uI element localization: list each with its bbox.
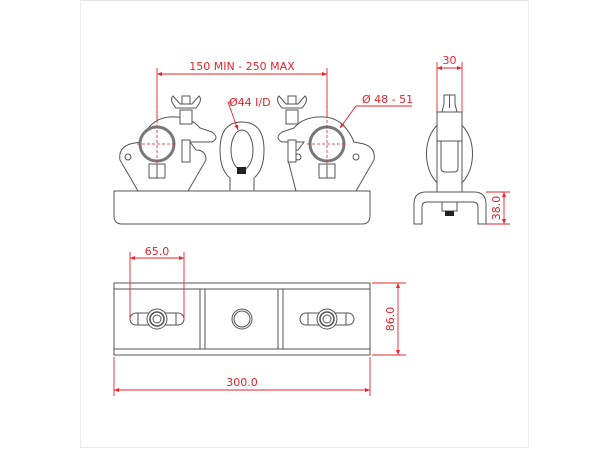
depth-label: 86.0: [384, 307, 397, 332]
clamp-spacing-label: 150 MIN - 250 MAX: [189, 60, 295, 73]
length-dimension: 300.0: [113, 357, 371, 396]
eye-bolt: Ø44 I/D: [219, 96, 271, 192]
side-height-label: 38.0: [490, 196, 503, 221]
offset-dimension: 65.0: [129, 245, 185, 319]
plan-view: 65.0 86.0 300.0: [113, 245, 406, 396]
front-view: 150 MIN - 250 MAX: [113, 60, 413, 225]
length-label: 300.0: [226, 376, 258, 389]
right-half-coupler-clamp: Ø 48 - 51: [277, 93, 413, 192]
clamp-spacing-dimension: 150 MIN - 250 MAX: [156, 60, 328, 130]
base-plate: [113, 190, 371, 225]
side-width-dimension: 30: [436, 54, 463, 112]
offset-label: 65.0: [145, 245, 170, 258]
depth-dimension: 86.0: [372, 282, 406, 356]
side-view: 30 38.0: [413, 54, 510, 225]
side-width-label: 30: [443, 54, 457, 67]
center-bolt: [231, 308, 253, 330]
side-height-dimension: 38.0: [486, 191, 510, 225]
left-half-coupler-clamp: [119, 95, 217, 192]
eye-bolt-label: Ø44 I/D: [229, 96, 271, 109]
right-slot-bolt: [299, 308, 355, 330]
tube-diameter-label: Ø 48 - 51: [362, 93, 413, 106]
